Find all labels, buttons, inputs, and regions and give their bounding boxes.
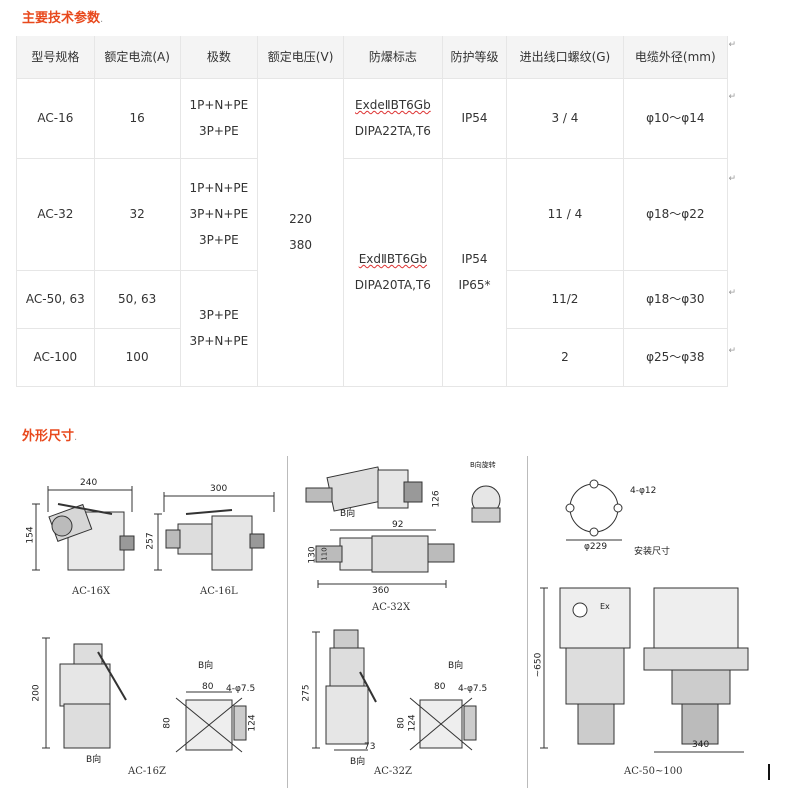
ac32x-d1: 92 [392, 520, 404, 530]
ac16x-width: 240 [80, 478, 98, 488]
return-mark: ↵ [728, 346, 736, 356]
return-mark: ↵ [728, 288, 736, 298]
ac32z-caption: AC-32Z [374, 766, 412, 777]
mount-holes: 4-φ12 [630, 486, 657, 496]
cell-current: 100 [93, 328, 181, 387]
drawings-svg [32, 466, 749, 753]
cell-thread: 11/2 [506, 270, 624, 329]
text-cursor [768, 764, 770, 780]
ac16l-caption: AC-16L [200, 586, 238, 597]
mount-drawing [565, 479, 623, 541]
mount-caption: 安装尺寸 [634, 547, 671, 557]
col-header: 极数 [179, 36, 259, 79]
col-header: 额定电压(V) [257, 36, 345, 79]
cell-cable: φ18～φ30 [622, 270, 729, 329]
cell-thread: 11 / 4 [506, 158, 624, 271]
col-header: 防护等级 [441, 36, 508, 79]
ac32x-d4: 360 [372, 586, 390, 596]
cell-thread: 3 / 4 [506, 78, 624, 159]
ac50-caption: AC-50~100 [624, 766, 683, 777]
col-header: 防爆标志 [343, 36, 443, 79]
ac16l-height: 257 [145, 532, 156, 550]
cell-voltage: 220 380 [257, 78, 345, 387]
dimension-drawings: 240 154 AC-16X 300 257 AC-16L B向旋转 92 13… [0, 452, 800, 794]
return-mark: ↵ [728, 92, 736, 102]
cell-poles: 3P+PE 3P+N+PE [179, 270, 259, 387]
separator [527, 456, 528, 788]
spec-table: 型号规格 额定电流(A) 极数 额定电压(V) 防爆标志 防护等级 进出线口螺纹… [16, 36, 729, 387]
ac16z-h80: 80 [162, 717, 173, 729]
ac32x-drawing [305, 466, 501, 588]
cell-cable: φ25～φ38 [622, 328, 729, 387]
ac50-height: ~650 [533, 652, 544, 678]
mount-dia: φ229 [584, 542, 608, 552]
ac16l-drawing [154, 492, 275, 571]
cell-current: 50, 63 [93, 270, 181, 329]
col-header: 型号规格 [16, 36, 95, 79]
ac32x-top-label: B向旋转 [470, 461, 496, 469]
cell-poles: 1P+N+PE 3P+PE [179, 78, 259, 159]
ac32x-b: B向 [340, 509, 356, 519]
cell-cable: φ18～φ22 [622, 158, 729, 271]
ac16z-holes: 4-φ7.5 [226, 684, 256, 694]
cell-current: 32 [93, 158, 181, 271]
ac32z-h124: 124 [407, 714, 418, 732]
return-mark: ↵ [728, 40, 736, 50]
cell-model: AC-32 [16, 158, 95, 271]
table-row: AC-50, 63 50, 63 3P+PE 3P+N+PE 11/2 φ18～… [16, 270, 729, 387]
table-row: AC-16 16 1P+N+PE 3P+PE 220 380 ExdeⅡBT6G… [16, 78, 729, 387]
cell-thread: 2 [506, 328, 624, 387]
ac32z-bdir: B向 [448, 661, 464, 671]
cell-exmark: ExdeⅡBT6Gb DIPA22TA,T6 [343, 78, 443, 159]
ac16l-width: 300 [210, 484, 228, 494]
ac32z-w73: 73 [364, 742, 376, 752]
ac16x-caption: AC-16X [72, 586, 111, 597]
col-header: 电缆外径(mm) [622, 36, 729, 79]
col-header: 额定电流(A) [93, 36, 181, 79]
table-row: AC-100 100 2 φ25～φ38 [16, 328, 729, 387]
table-header-row: 型号规格 额定电流(A) 极数 额定电压(V) 防爆标志 防护等级 进出线口螺纹… [16, 36, 729, 79]
ac16z-arrow: B向 [86, 755, 102, 765]
separator [287, 456, 288, 788]
ac16x-height: 154 [25, 526, 36, 544]
cell-model: AC-16 [16, 78, 95, 159]
ac32z-holes: 4-φ7.5 [458, 684, 488, 694]
ac32z-w80: 80 [434, 682, 446, 692]
ac16x-drawing [32, 486, 135, 571]
ac32z-drawing [312, 629, 477, 751]
ac32z-height: 275 [301, 684, 312, 702]
ac32x-d5: 126 [431, 490, 442, 508]
cell-model: AC-100 [16, 328, 95, 387]
ac50-drawing [540, 587, 749, 753]
ac50-ex: Ex [600, 602, 610, 611]
return-mark: ↵ [728, 174, 736, 184]
ac16z-bdir: B向 [198, 661, 214, 671]
ac16z-w80: 80 [202, 682, 214, 692]
cell-ip: IP54 [441, 78, 508, 159]
cell-current: 16 [93, 78, 181, 159]
col-header: 进出线口螺纹(G) [506, 36, 624, 79]
cell-cable: φ10～φ14 [622, 78, 729, 159]
spec-section-title: 主要技术参数. [22, 11, 104, 26]
ac50-width: 340 [692, 740, 710, 750]
cell-model: AC-50, 63 [16, 270, 95, 329]
ac32x-caption: AC-32X [372, 602, 411, 613]
ac32z-arrow: B向 [350, 757, 366, 767]
ac16z-caption: AC-16Z [128, 766, 166, 777]
cell-exmark: ExdⅡBT6Gb DIPA20TA,T6 [343, 158, 443, 387]
cell-poles: 1P+N+PE 3P+N+PE 3P+PE [179, 158, 259, 271]
ac32x-d3: 110 [320, 547, 329, 561]
ac16z-h124: 124 [247, 714, 258, 732]
ac16z-height: 200 [31, 684, 42, 702]
cell-ip: IP54 IP65* [441, 158, 508, 387]
table-row: AC-32 32 1P+N+PE 3P+N+PE 3P+PE ExdⅡBT6Gb… [16, 158, 729, 387]
ac16z-drawing [42, 637, 247, 753]
ac32z-h80: 80 [396, 717, 407, 729]
ac32x-d2: 130 [307, 546, 318, 564]
dims-section-title: 外形尺寸. [22, 429, 78, 444]
